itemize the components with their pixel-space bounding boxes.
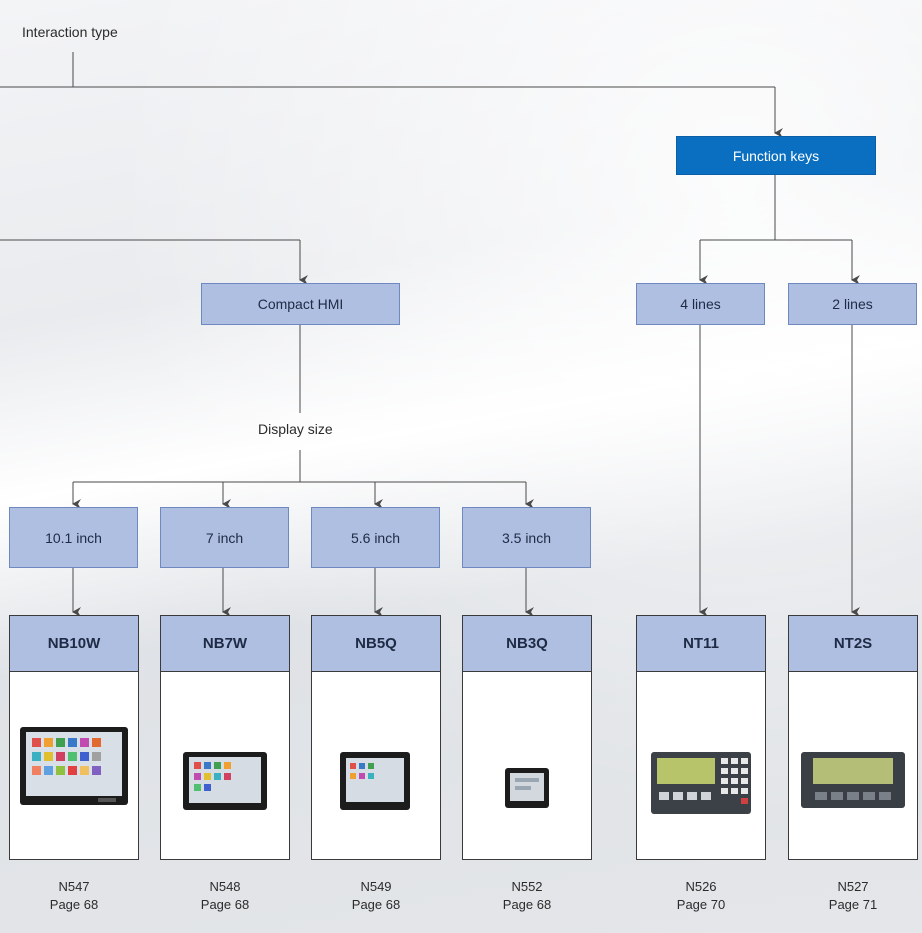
size-7-box: 7 inch (160, 507, 289, 568)
size-56-box: 5.6 inch (311, 507, 440, 568)
product-model: NB5Q (312, 616, 440, 672)
product-model: NT11 (637, 616, 765, 672)
product-ref-nb10w[interactable]: N547 Page 68 (9, 878, 139, 914)
product-ref-nt2s[interactable]: N527 Page 71 (788, 878, 918, 914)
product-code: N548 (209, 879, 241, 894)
product-ref-nb7w[interactable]: N548 Page 68 (160, 878, 290, 914)
product-card-nt2s[interactable]: NT2S (788, 615, 918, 860)
touchscreen-hmi-tiny-image (463, 672, 591, 860)
size-35-box: 3.5 inch (462, 507, 591, 568)
page-reference: Page 68 (49, 897, 99, 912)
product-code: N552 (511, 879, 543, 894)
display-size-label: Display size (258, 421, 333, 437)
product-ref-nb3q[interactable]: N552 Page 68 (462, 878, 592, 914)
keypad-terminal-image (637, 672, 765, 860)
product-ref-nb5q[interactable]: N549 Page 68 (311, 878, 441, 914)
product-card-nb5q[interactable]: NB5Q (311, 615, 441, 860)
page-reference: Page 68 (502, 897, 552, 912)
product-code: N527 (837, 879, 869, 894)
product-model: NB10W (10, 616, 138, 672)
product-code: N547 (58, 879, 90, 894)
page-reference: Page 68 (351, 897, 401, 912)
product-card-nt11[interactable]: NT11 (636, 615, 766, 860)
touchscreen-hmi-medium-image (161, 672, 289, 860)
two-lines-box: 2 lines (788, 283, 917, 325)
product-code: N526 (685, 879, 717, 894)
product-model: NB3Q (463, 616, 591, 672)
compact-hmi-box: Compact HMI (201, 283, 400, 325)
touchscreen-hmi-small-image (312, 672, 440, 860)
product-model: NB7W (161, 616, 289, 672)
interaction-type-label: Interaction type (22, 24, 118, 40)
page-reference: Page 68 (200, 897, 250, 912)
product-card-nb7w[interactable]: NB7W (160, 615, 290, 860)
product-card-nb3q[interactable]: NB3Q (462, 615, 592, 860)
product-model: NT2S (789, 616, 917, 672)
four-lines-box: 4 lines (636, 283, 765, 325)
product-card-nb10w[interactable]: NB10W (9, 615, 139, 860)
text-display-terminal-image (789, 672, 917, 860)
product-code: N549 (360, 879, 392, 894)
page-reference: Page 71 (828, 897, 878, 912)
size-10-box: 10.1 inch (9, 507, 138, 568)
function-keys-box: Function keys (676, 136, 876, 175)
touchscreen-hmi-large-image (10, 672, 138, 860)
page-reference: Page 70 (676, 897, 726, 912)
product-ref-nt11[interactable]: N526 Page 70 (636, 878, 766, 914)
